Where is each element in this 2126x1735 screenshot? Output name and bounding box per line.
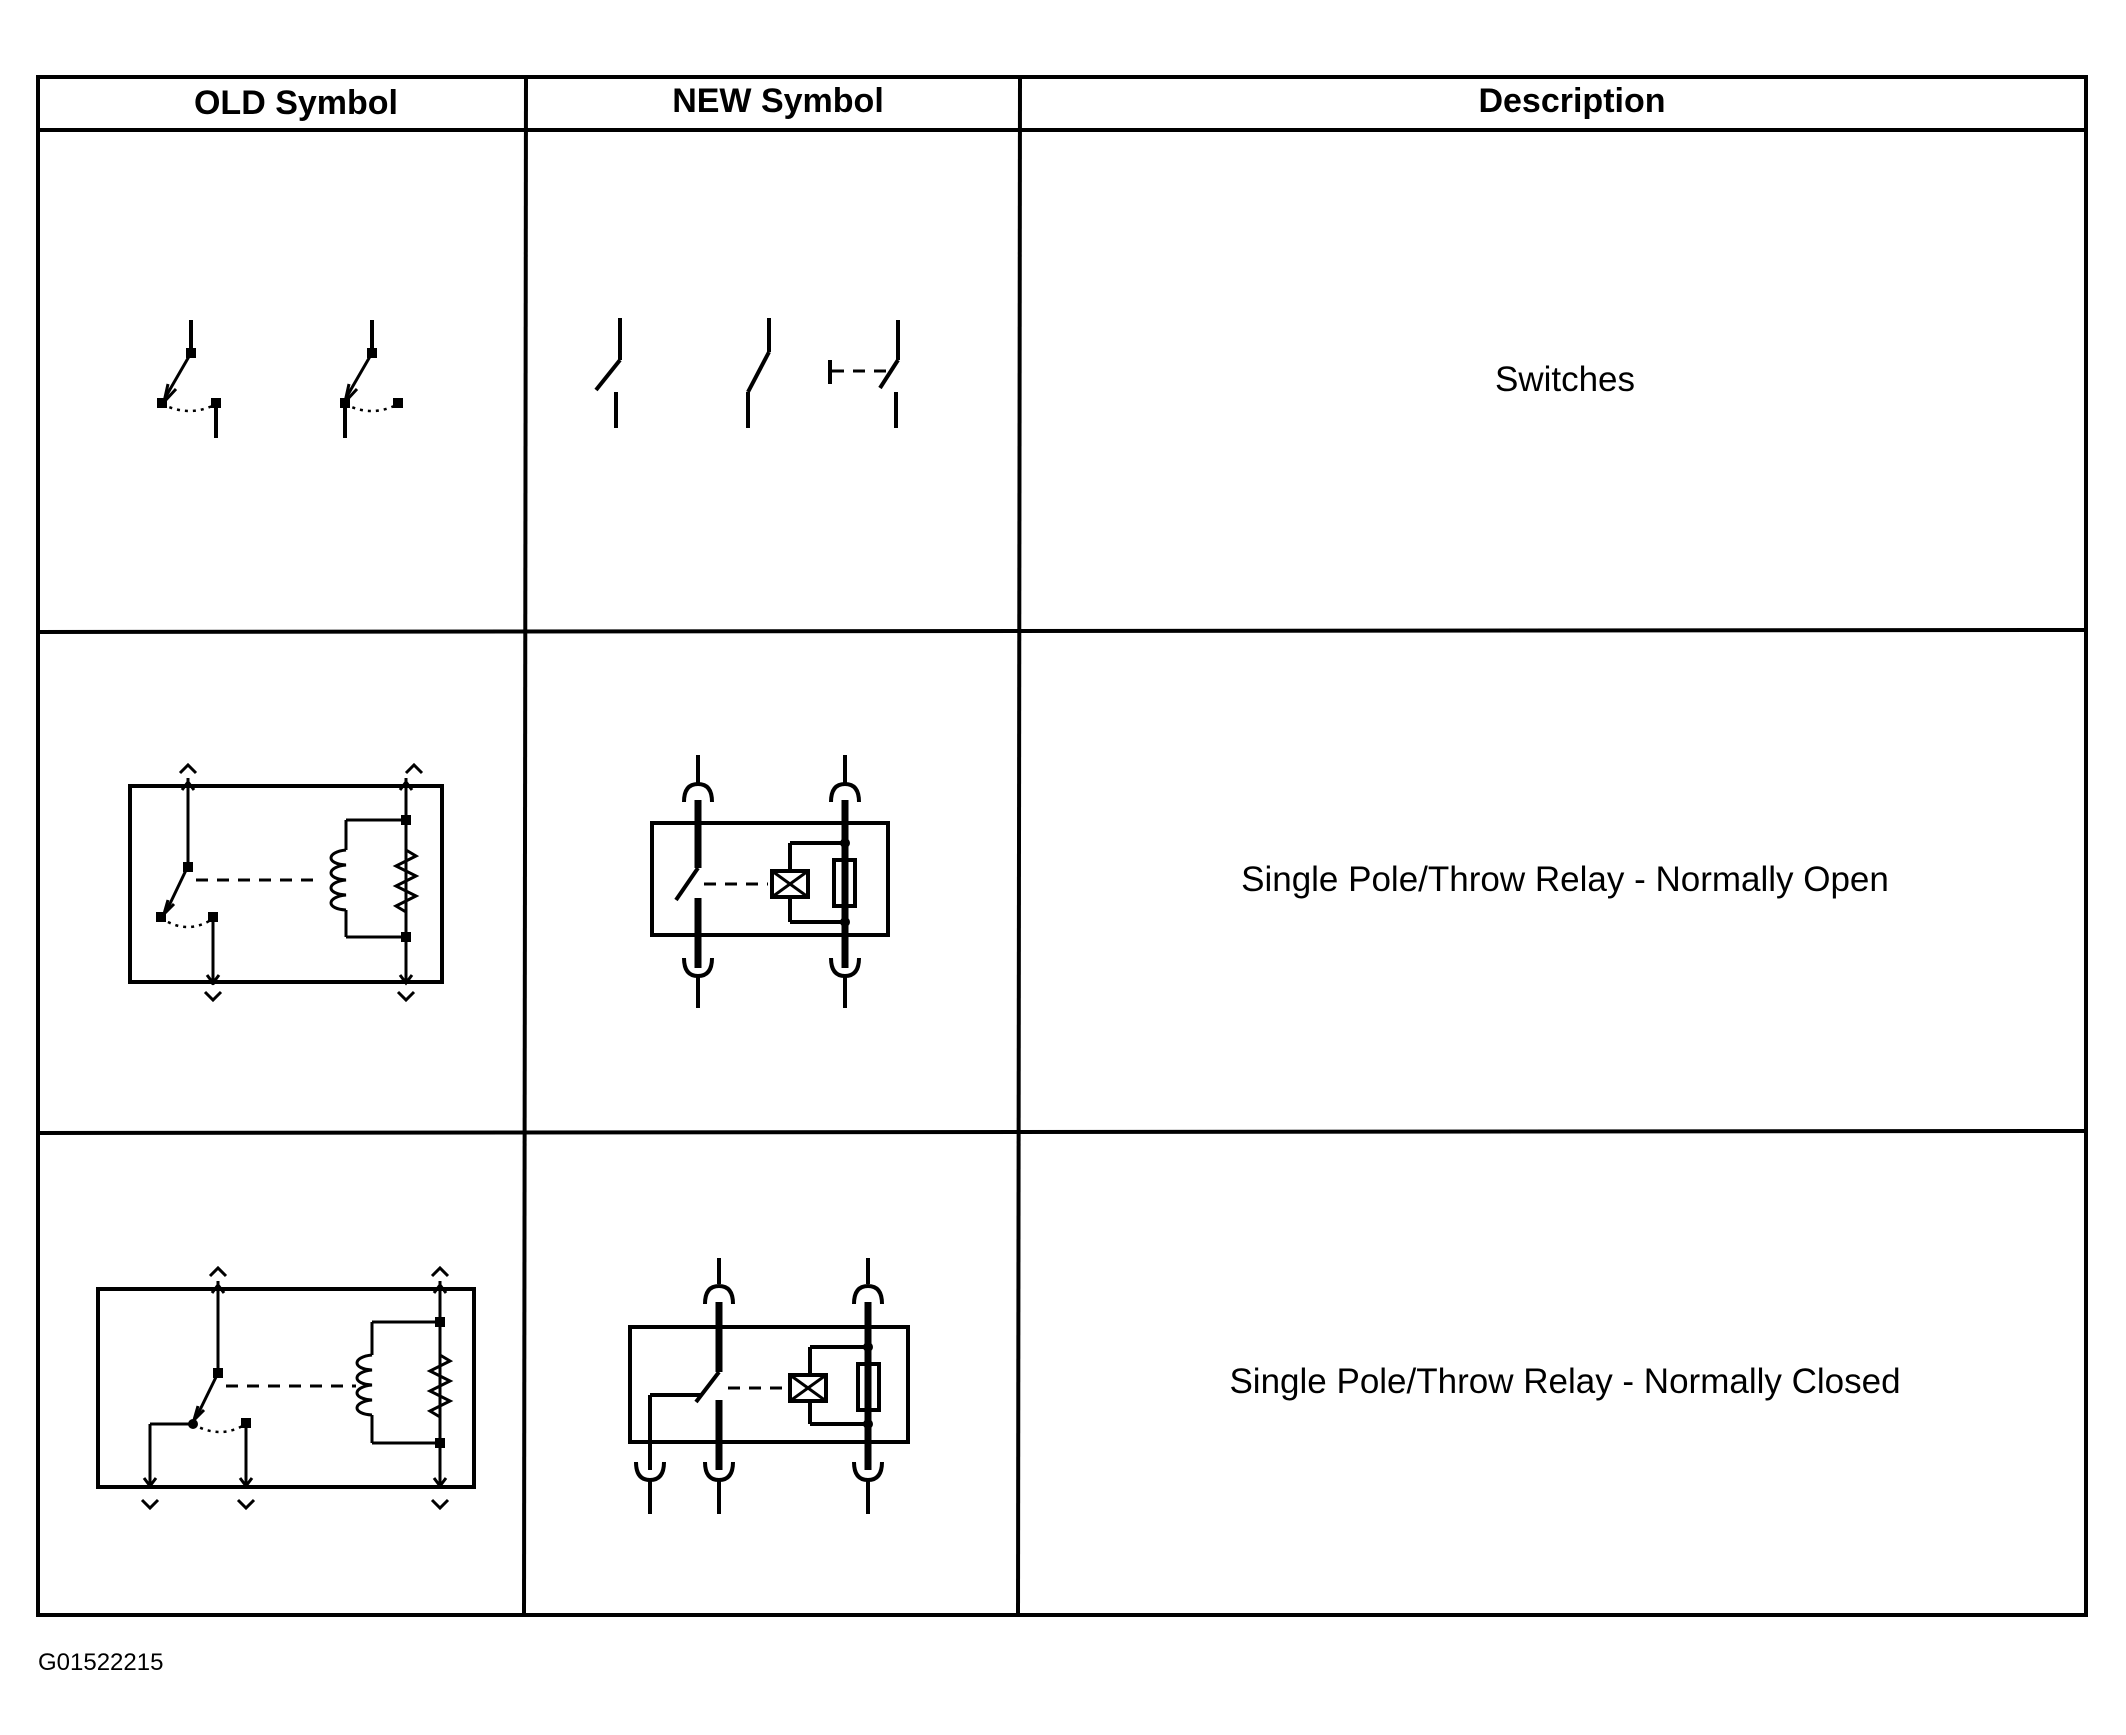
new-switch-symbol-b [746,318,771,428]
row-3-description: Single Pole/Throw Relay - Normally Close… [1229,1362,1900,1401]
table-grid [36,75,2088,1617]
new-switch-symbol-a [594,318,622,428]
header-new-symbol: NEW Symbol [672,82,884,120]
old-switch-symbol-closed [340,320,403,438]
new-switch-symbol-c [828,320,900,428]
new-relay-normally-open-symbol [650,755,890,1008]
old-switch-symbol-open [157,320,221,438]
row-1-description: Switches [1495,360,1635,399]
figure-id: G01522215 [38,1649,163,1676]
new-relay-normally-closed-symbol [628,1258,910,1514]
old-relay-normally-open-symbol [128,762,444,1003]
row-2-description: Single Pole/Throw Relay - Normally Open [1241,860,1889,899]
header-description: Description [1478,82,1665,120]
old-relay-normally-closed-symbol [96,1265,476,1511]
header-old-symbol: OLD Symbol [194,84,398,122]
